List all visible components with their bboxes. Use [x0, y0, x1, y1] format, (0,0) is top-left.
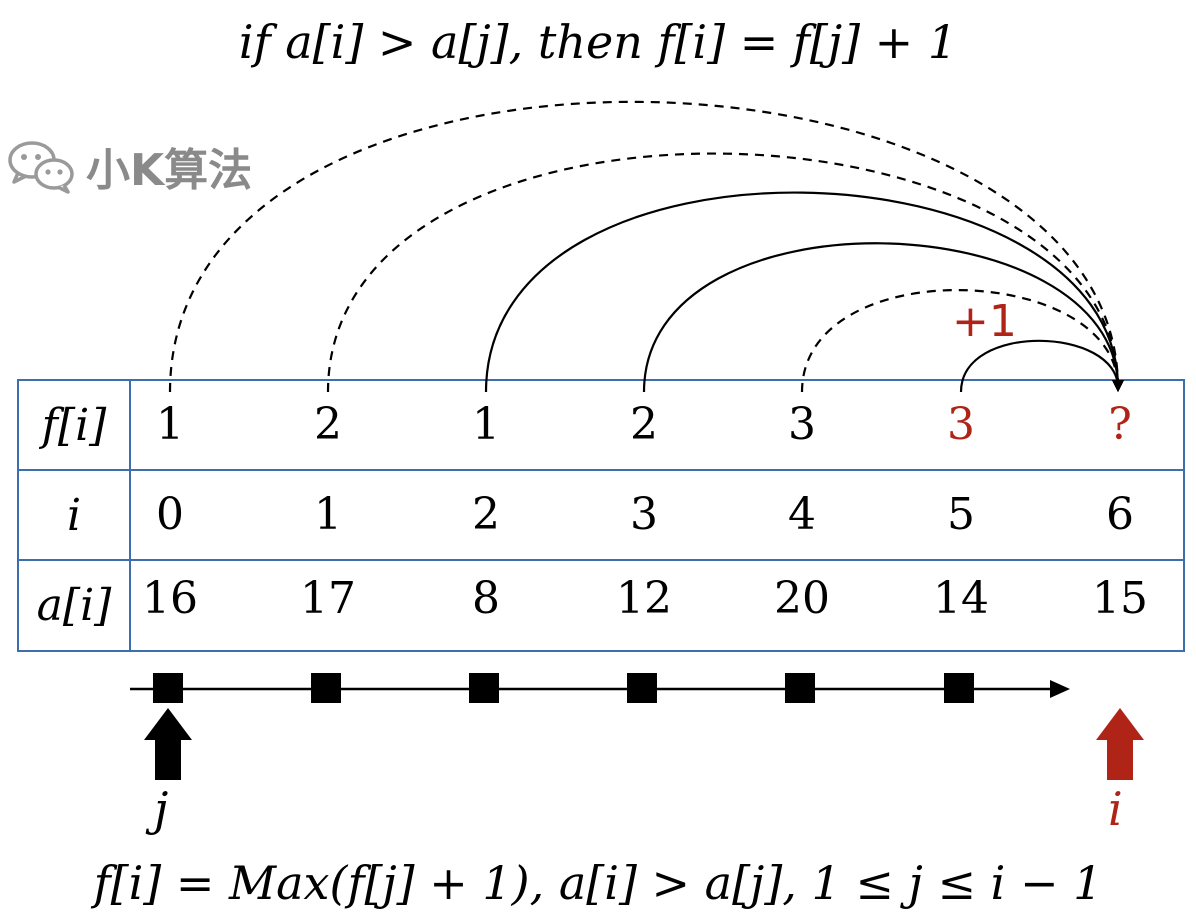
- timeline-square-2: [469, 673, 499, 703]
- cell-f-4: 3: [788, 399, 816, 450]
- cell-f-3: 2: [630, 399, 658, 450]
- arc-from-0: [168, 100, 1124, 393]
- pointer-i-label: i: [1108, 782, 1123, 836]
- cell-f-2: 1: [472, 399, 500, 450]
- timeline-square-5: [944, 673, 974, 703]
- cell-i-0: 0: [156, 489, 184, 540]
- arc-from-4: [800, 289, 1124, 393]
- cell-a-2: 8: [472, 573, 500, 624]
- cell-a-1: 17: [300, 573, 356, 624]
- arc-from-5: [959, 339, 1124, 393]
- row-f: f[i] 1 2 1 2 3 3?: [17, 379, 1185, 471]
- timeline-square-1: [311, 673, 341, 703]
- watermark-text: 小K算法: [86, 145, 253, 196]
- timeline-square-3: [627, 673, 657, 703]
- cell-i-3: 3: [630, 489, 658, 540]
- cell-a-4: 20: [774, 573, 830, 624]
- cell-a-6: 15: [1092, 573, 1148, 624]
- cell-i-6: 6: [1106, 489, 1134, 540]
- row-label-f: f[i]: [17, 379, 131, 471]
- plus-one-label: +1: [952, 296, 1017, 347]
- timeline-square-4: [785, 673, 815, 703]
- formula-bottom-text: f[i] = Max(f[j] + 1), a[i] > a[j], 1 ≤ j…: [93, 856, 1103, 910]
- arc-from-2: [484, 191, 1124, 393]
- row-i: i 0 1 2 3 4 5 6: [17, 469, 1185, 561]
- cell-f-1: 2: [314, 399, 342, 450]
- arc-from-1: [326, 152, 1124, 393]
- cell-i-5: 5: [947, 489, 975, 540]
- cell-a-0: 16: [142, 573, 198, 624]
- arc-from-3: [642, 242, 1124, 393]
- wechat-icon: [8, 141, 74, 194]
- formula-bottom: f[i] = Max(f[j] + 1), a[i] > a[j], 1 ≤ j…: [0, 852, 1196, 914]
- pointer-j-arrow-icon: [144, 708, 192, 780]
- row-a: a[i] 16 17 8 12 20 14 15: [17, 559, 1185, 652]
- formula-top-text: if a[i] > a[j], then f[i] = f[j] + 1: [238, 15, 958, 69]
- cell-a-5: 14: [933, 573, 989, 624]
- timeline-square-0: [153, 673, 183, 703]
- cell-i-4: 4: [788, 489, 816, 540]
- cell-f-5: 3: [947, 399, 975, 450]
- row-i-cells: 0 1 2 3 4 5 6: [129, 469, 1185, 561]
- row-label-a: a[i]: [17, 559, 131, 652]
- row-a-cells: 16 17 8 12 20 14 15: [129, 559, 1185, 652]
- row-f-cells: 1 2 1 2 3 3?: [129, 379, 1185, 471]
- cell-i-2: 2: [472, 489, 500, 540]
- cell-i-1: 1: [314, 489, 342, 540]
- row-label-i: i: [17, 469, 131, 561]
- timeline-arrowhead: [1050, 680, 1070, 698]
- pointer-i-arrow-icon: [1096, 708, 1144, 780]
- cell-f-0: 1: [156, 399, 184, 450]
- cell-a-3: 12: [616, 573, 672, 624]
- watermark: 小K算法: [6, 136, 252, 196]
- pointer-j-label: j: [154, 782, 169, 836]
- cell-f-6: ?: [1108, 399, 1132, 450]
- formula-top: if a[i] > a[j], then f[i] = f[j] + 1: [0, 12, 1196, 72]
